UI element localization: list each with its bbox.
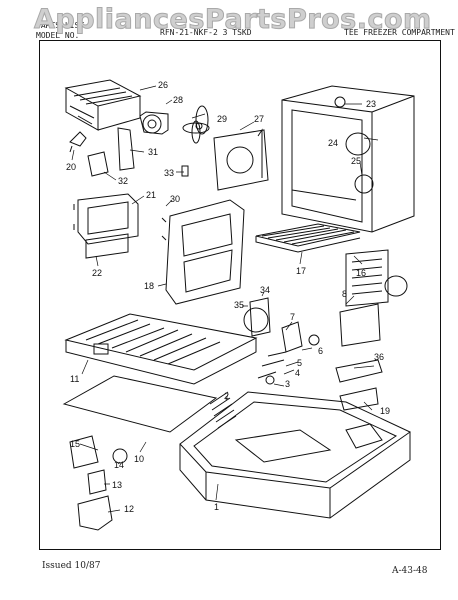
dispenser-parts-drawing (69, 435, 128, 531)
callout-34: 34 (260, 285, 270, 295)
callout-20: 20 (66, 162, 76, 172)
callout-27: 27 (254, 114, 264, 124)
callout-14: 14 (114, 460, 124, 470)
bracket-drawing (87, 151, 109, 177)
fan-shroud-drawing (213, 128, 269, 191)
callout-4: 4 (295, 368, 300, 378)
freezer-liner-drawing (179, 391, 411, 519)
callout-31: 31 (148, 147, 158, 157)
callout-12: 12 (124, 504, 134, 514)
insulation-sheet-drawing (62, 375, 218, 433)
clip-drawing (69, 131, 87, 153)
cover-drawing (117, 127, 135, 171)
callout-7: 7 (290, 312, 295, 322)
callout-26: 26 (158, 80, 168, 90)
callout-21: 21 (146, 190, 156, 200)
fan-blade-drawing (182, 105, 210, 144)
watermark: AppliancesPartsPros.com (34, 4, 432, 36)
callout-29: 29 (217, 114, 227, 124)
callout-22: 22 (92, 268, 102, 278)
callout-23: 23 (366, 99, 376, 109)
diagram-frame (39, 40, 441, 550)
header-model-label: MODEL NO. (36, 31, 80, 40)
callout-10: 10 (134, 454, 144, 464)
light-housing-drawing (73, 193, 139, 245)
callout-18: 18 (144, 281, 154, 291)
damper-control-drawing (243, 297, 320, 385)
callout-19: 19 (380, 406, 390, 416)
divider-panel-drawing (161, 199, 245, 305)
callout-15: 15 (70, 439, 80, 449)
callout-36: 36 (374, 352, 384, 362)
wire-shelf-drawing (255, 223, 361, 253)
header-model-number: RFN-21-NKF-2 3 TSKD (160, 28, 252, 37)
header-parts-list: PARTS LIST (36, 21, 85, 30)
ice-maker-drawing (64, 79, 142, 131)
callout-2: 2 (224, 391, 229, 401)
callout-5: 5 (297, 358, 302, 368)
cover-strip-drawing (335, 359, 383, 411)
issued-date: Issued 10/87 (42, 561, 101, 571)
callout-33: 33 (164, 168, 174, 178)
motor-drawing (139, 111, 169, 135)
callout-30: 30 (170, 194, 180, 204)
drip-pan-drawing (64, 313, 258, 385)
callout-35: 35 (234, 300, 244, 310)
callout-16: 16 (356, 268, 366, 278)
callout-24: 24 (328, 138, 338, 148)
callout-13: 13 (112, 480, 122, 490)
small-part-drawing (181, 165, 189, 177)
freezer-cabinet-drawing (281, 85, 415, 233)
callout-1: 1 (214, 502, 219, 512)
callout-6: 6 (318, 346, 323, 356)
callout-leaders (71, 85, 379, 513)
callout-3: 3 (285, 379, 290, 389)
callout-28: 28 (173, 95, 183, 105)
callout-8: 8 (342, 289, 347, 299)
page-reference: A-43-48 (392, 566, 428, 576)
callout-17: 17 (296, 266, 306, 276)
rear-panel-drawing (339, 249, 408, 347)
callout-25: 25 (351, 156, 361, 166)
callout-11: 11 (70, 374, 79, 384)
light-lens-drawing (85, 233, 129, 259)
header-section-title: TEE FREEZER COMPARTMENT (344, 28, 455, 37)
callout-32: 32 (118, 176, 128, 186)
